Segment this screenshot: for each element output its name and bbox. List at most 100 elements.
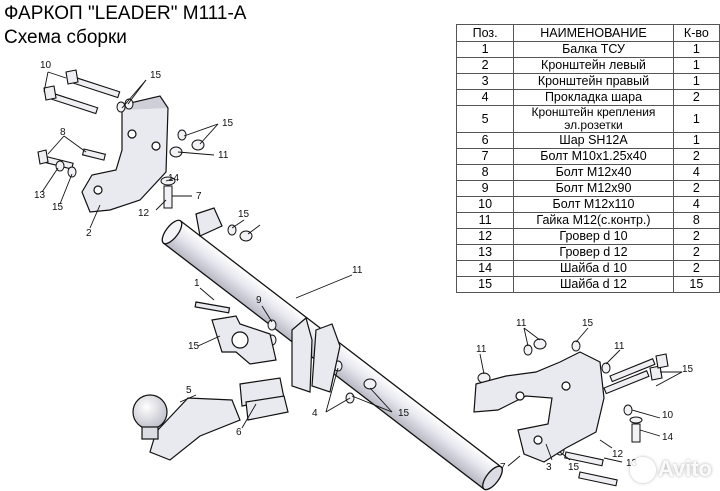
- cell-position: 12: [455, 228, 515, 245]
- cell-quantity: 2: [672, 260, 720, 277]
- beam-brackets-middle: [239, 316, 341, 421]
- cell-name: Кронштейн левый: [513, 57, 674, 74]
- callout-label: 5: [186, 385, 192, 396]
- cell-position: 4: [455, 89, 515, 106]
- diagram-title: ФАРКОП "LEADER" M111-A: [4, 3, 247, 24]
- cell-position: 7: [455, 148, 515, 165]
- callout-label: 11: [352, 265, 363, 276]
- header-name: НАИМЕНОВАНИЕ: [513, 24, 674, 42]
- callout-label: 15: [568, 462, 580, 473]
- bolts-8-right: [564, 451, 618, 487]
- cell-name: Шайба d 12: [513, 276, 674, 293]
- cell-position: 1: [455, 41, 515, 58]
- callout-label: 14: [168, 173, 180, 184]
- cell-quantity: 1: [672, 105, 720, 133]
- bolts-10-left: [43, 69, 121, 115]
- callout-label: 15: [150, 70, 162, 81]
- callout-label: 15: [222, 118, 234, 129]
- cell-quantity: 2: [672, 89, 720, 106]
- cell-quantity: 2: [672, 244, 720, 261]
- cell-quantity: 4: [672, 164, 720, 181]
- callout-label: 7: [500, 462, 506, 473]
- callout-label: 14: [662, 432, 674, 443]
- cell-name: Болт M12x40: [513, 164, 674, 181]
- cell-quantity: 1: [672, 132, 720, 149]
- avito-watermark: Avito: [629, 456, 712, 483]
- cell-position: 8: [455, 164, 515, 181]
- cell-quantity: 15: [672, 276, 720, 293]
- cell-position: 9: [455, 180, 515, 197]
- cell-position: 5: [455, 105, 515, 133]
- bracket-right: [473, 351, 605, 463]
- callout-label: 7: [196, 191, 202, 202]
- cell-quantity: 1: [672, 57, 720, 74]
- cell-name: Шайба d 10: [513, 260, 674, 277]
- bolts-8-left: [37, 148, 107, 170]
- cell-quantity: 1: [672, 73, 720, 90]
- callout-label: 12: [612, 449, 624, 460]
- callout-label: 3: [546, 462, 552, 473]
- callout-label: 15: [188, 341, 200, 352]
- cell-position: 13: [455, 244, 515, 261]
- cell-quantity: 2: [672, 180, 720, 197]
- cell-position: 10: [455, 196, 515, 213]
- callout-label: 13: [34, 190, 46, 201]
- cell-name: Шар SH12A: [513, 132, 674, 149]
- bracket-left: [81, 95, 223, 237]
- tow-ball: [132, 394, 241, 461]
- callout-label: 6: [236, 427, 242, 438]
- callout-label: 15: [582, 318, 594, 329]
- cell-quantity: 4: [672, 196, 720, 213]
- cell-name: Балка ТСУ: [513, 41, 674, 58]
- callout-label: 15: [52, 202, 64, 213]
- callout-label: 11: [476, 344, 487, 355]
- cell-position: 6: [455, 132, 515, 149]
- cell-quantity: 2: [672, 228, 720, 245]
- bolts-10-right: [603, 353, 669, 395]
- callout-label: 15: [682, 364, 694, 375]
- cell-name: Болт M10x1.25x40: [513, 148, 674, 165]
- cell-name: Болт M12x110: [513, 196, 674, 213]
- cell-name: Болт M12x90: [513, 180, 674, 197]
- cell-quantity: 1: [672, 41, 720, 58]
- socket-bracket: [194, 301, 277, 365]
- cell-position: 2: [455, 57, 515, 74]
- callout-label: 9: [256, 295, 262, 306]
- cell-position: 11: [455, 212, 515, 229]
- callout-label: 11: [614, 341, 625, 352]
- callout-label: 10: [40, 60, 52, 71]
- callout-label: 2: [86, 228, 92, 239]
- cell-position: 15: [455, 276, 515, 293]
- callout-label: 1: [194, 278, 200, 289]
- callout-label: 11: [218, 150, 229, 161]
- leader-lines: [41, 71, 683, 467]
- header-quantity: К-во: [672, 24, 720, 42]
- cell-position: 14: [455, 260, 515, 277]
- callout-label: 11: [516, 318, 527, 329]
- cell-quantity: 8: [672, 212, 720, 229]
- avito-logo-icon: [629, 457, 656, 483]
- diagram-subtitle: Схема сборки: [4, 27, 127, 48]
- cell-quantity: 2: [672, 148, 720, 165]
- callout-label: 10: [662, 410, 674, 421]
- callout-label: 4: [312, 408, 318, 419]
- washers-nuts: [55, 98, 643, 456]
- table-header-row: Поз. НАИМЕНОВАНИЕ К-во: [455, 24, 720, 42]
- callout-label: 8: [60, 127, 66, 138]
